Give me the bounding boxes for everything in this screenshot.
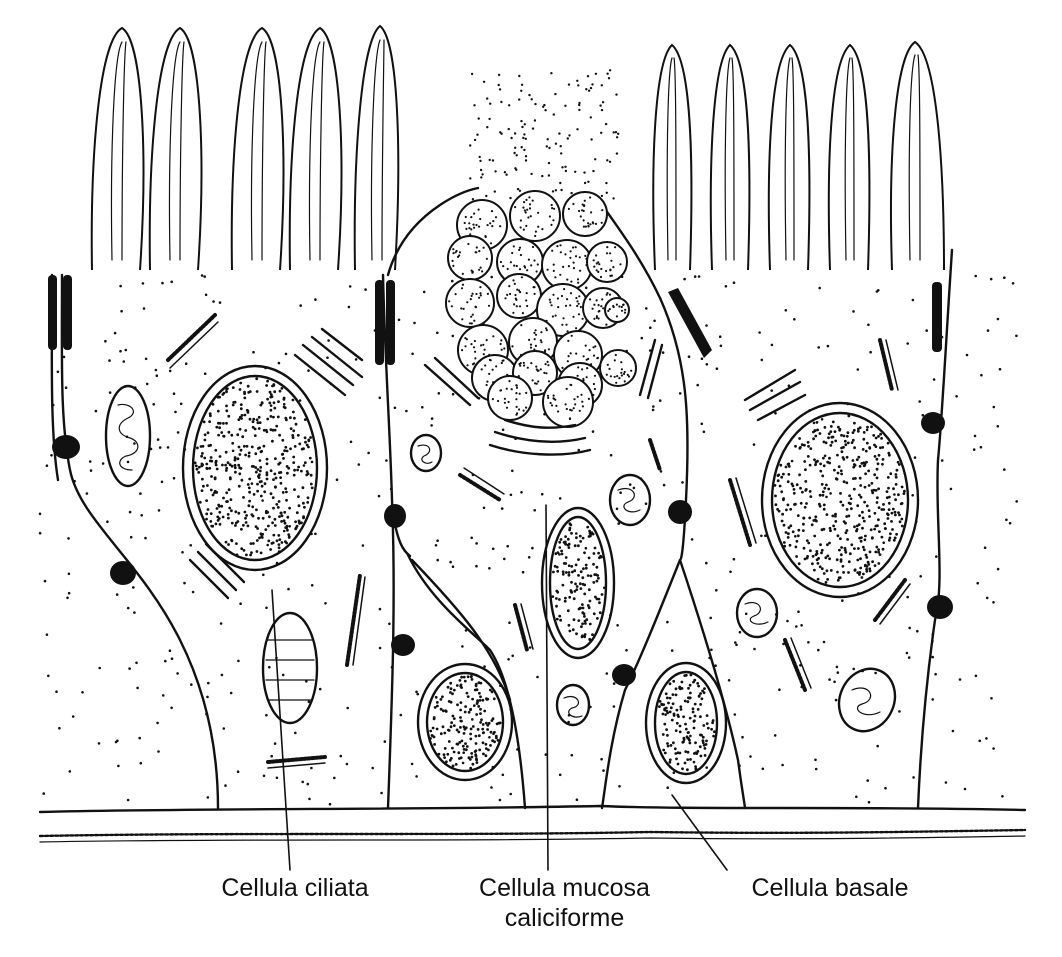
label-leader-lines (271, 504, 728, 871)
chromatin (193, 377, 906, 772)
label-ciliated-cell: Cellula ciliata (221, 874, 369, 902)
leader-basal (671, 794, 728, 871)
cilium (767, 43, 811, 271)
cilium (890, 40, 945, 271)
tight-junction (386, 280, 395, 365)
desmosome (921, 412, 945, 434)
golgi-apparatus (188, 327, 807, 600)
nucleus-goblet (540, 506, 616, 660)
mucus-granule (509, 190, 561, 242)
cilium (827, 43, 871, 271)
mucus-granule (445, 278, 495, 328)
mitochondrion (261, 611, 319, 725)
mitochondrion (608, 473, 652, 527)
tight-junction (932, 282, 942, 352)
mitochondrion (837, 667, 897, 733)
nucleus-basal-left (416, 662, 514, 782)
nucleus-ciliated-right (760, 401, 920, 599)
mitochondrion (555, 683, 591, 727)
mucus-granule (447, 235, 493, 281)
cilium (709, 43, 751, 271)
desmosome (110, 561, 136, 585)
cilium (90, 26, 145, 271)
nucleus-ciliated-left (181, 364, 329, 572)
tight-junction (668, 288, 712, 358)
cilium (353, 24, 400, 271)
desmosome (384, 504, 406, 528)
tight-junction (375, 280, 384, 365)
mitochondria (104, 384, 897, 733)
desmosome (668, 500, 692, 524)
junctional-complexes (48, 275, 953, 686)
cell-membranes (38, 186, 1027, 843)
nuclei (181, 364, 920, 785)
cilia-right-cell (652, 40, 945, 271)
mucus-granule (541, 239, 593, 291)
desmosome (391, 634, 415, 656)
cytoplasm-stipple (38, 69, 1018, 806)
mitochondrion (104, 384, 152, 488)
mucus-granule (496, 273, 542, 319)
cilium (148, 26, 203, 271)
cilium (230, 26, 285, 271)
tight-junction (48, 275, 57, 350)
mucus-granules (445, 190, 637, 428)
label-goblet-cell: Cellula mucosa caliciforme (452, 873, 677, 933)
label-basal-cell: Cellula basale (751, 874, 909, 902)
cilium (652, 43, 693, 271)
mucus-granule (599, 349, 637, 387)
mitochondrion (735, 587, 779, 639)
label-goblet-line2: caliciforme (504, 904, 625, 932)
cilium (288, 26, 343, 271)
desmosome (927, 595, 953, 619)
cilia-left-cell (90, 24, 400, 271)
label-goblet-line1: Cellula mucosa (479, 874, 650, 902)
endoplasmic-reticulum (166, 313, 911, 769)
desmosome (52, 435, 80, 459)
mitochondrion (409, 433, 443, 473)
nucleus-basal-right (644, 661, 728, 785)
mucus-granule (487, 375, 533, 421)
desmosome (612, 664, 636, 686)
mucus-granule (562, 191, 608, 237)
leader-goblet (545, 504, 549, 871)
leader-ciliated (271, 589, 291, 871)
mucus-granule (586, 241, 628, 283)
tight-junction (63, 275, 72, 350)
